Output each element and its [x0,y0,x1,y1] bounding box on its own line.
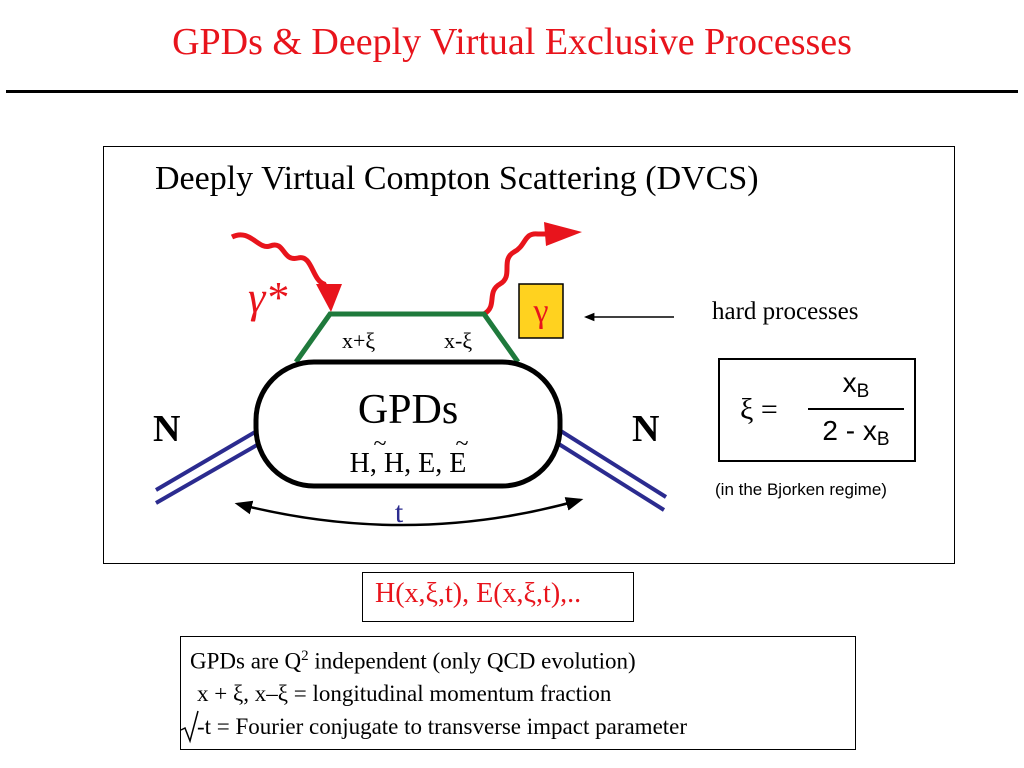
quark-lines [293,311,521,364]
fraction-bar [808,408,904,410]
nucleon-out-label: N [632,408,659,450]
incoming-nucleon-lines [154,426,265,505]
tilde-mark-e: ~ [456,431,469,457]
info-line-1-post: independent (only QCD evolution) [308,648,636,674]
incoming-photon-arrowhead [316,284,342,312]
x-minus-xi-label: x-ξ [444,328,472,353]
info-line-1-sup: 2 [301,648,309,664]
bjorken-note: (in the Bjorken regime) [715,480,887,499]
title-divider [6,90,1018,93]
diagram-frame [103,146,955,564]
info-line-1: GPDs are Q2 independent (only QCD evolut… [190,648,636,675]
formula-numerator: xB [808,367,904,403]
momentum-transfer-label: t [395,496,404,529]
info-line-1-pre: GPDs are Q [190,648,302,674]
info-line-2: x + ξ, x–ξ = longitudinal momentum fract… [197,681,612,706]
tilde-mark-h: ~ [374,431,387,457]
denominator-subscript: B [876,429,890,450]
nucleon-in-label: N [153,408,180,450]
info-line-3: -t = Fourier conjugate to transverse imp… [197,714,688,739]
numerator-subscript: B [856,381,870,402]
gamma-box [518,283,564,339]
gpd-blob [253,359,563,489]
outgoing-nucleon-lines [552,426,668,512]
formula-lhs: ξ = [740,393,778,426]
x-plus-xi-label: x+ξ [342,328,375,353]
gamma-star-label: γ* [248,273,287,322]
incoming-photon-line [230,232,331,294]
slide-title: GPDs & Deeply Virtual Exclusive Processe… [172,21,852,63]
gpd-functions-box [362,572,634,622]
outgoing-photon-arrowhead [544,222,582,246]
outgoing-photon-line [482,231,552,317]
numerator-main: x [842,367,857,398]
momentum-transfer-arc [234,497,584,527]
gpd-functions-text: H(x,ξ,t), E(x,ξ,t),.. [375,578,582,609]
gpd-functions-label: H, H, E, E [350,448,467,479]
hard-processes-label: hard processes [712,298,859,325]
gpd-blob-title: GPDs [358,387,458,433]
info-box [180,636,856,750]
skewness-formula-box [718,358,916,462]
gamma-label: γ [532,293,548,330]
diagram-title: Deeply Virtual Compton Scattering (DVCS) [155,160,759,197]
denominator-main: 2 - x [822,415,877,446]
formula-denominator: 2 - xB [808,415,904,451]
square-root-icon [180,710,199,744]
